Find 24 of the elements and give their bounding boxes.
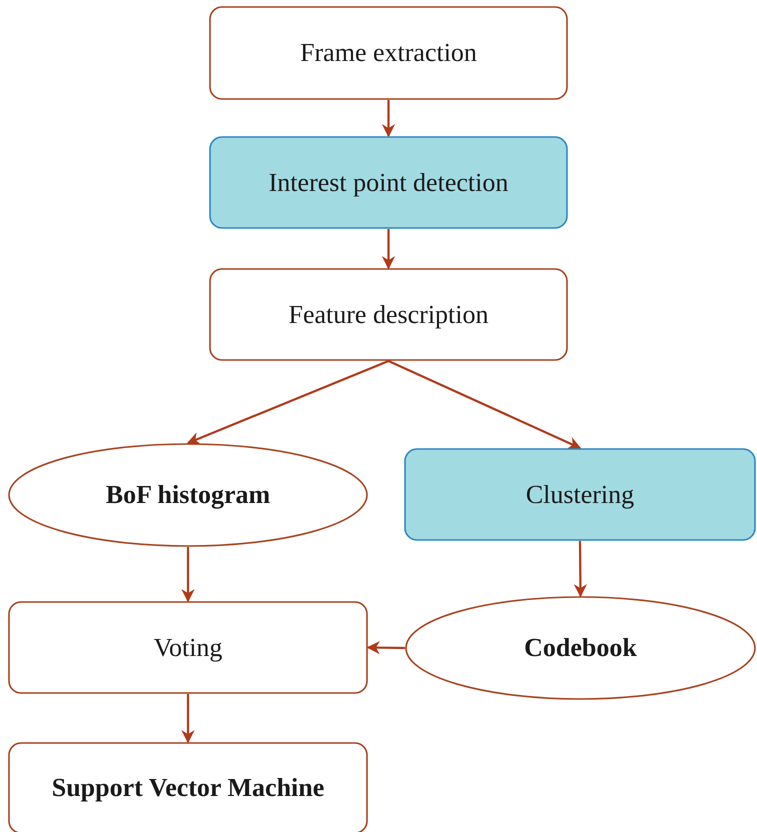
process-box: [8, 601, 368, 694]
process-box: [8, 742, 368, 832]
ellipse-node: [8, 443, 368, 547]
node-label: Clustering: [526, 480, 634, 510]
node-label: Interest point detection: [268, 168, 508, 198]
arrow: [382, 229, 396, 270]
node-label: Support Vector Machine: [52, 773, 324, 803]
node-label: Feature description: [288, 300, 488, 330]
node-label: Codebook: [524, 633, 637, 663]
arrow: [382, 100, 396, 138]
arrow: [388, 360, 582, 450]
arrow: [181, 694, 195, 744]
node-label: BoF histogram: [106, 480, 270, 510]
arrow: [181, 547, 195, 602]
node-label: Voting: [154, 632, 222, 662]
ellipse-node: [405, 596, 756, 700]
process-box: [404, 448, 756, 541]
arrow: [186, 360, 389, 445]
arrow: [574, 540, 587, 598]
process-box: [209, 6, 568, 100]
arrow: [366, 641, 406, 654]
node-label: Frame extraction: [300, 38, 477, 68]
process-box: [209, 136, 568, 229]
process-box: [209, 268, 568, 361]
